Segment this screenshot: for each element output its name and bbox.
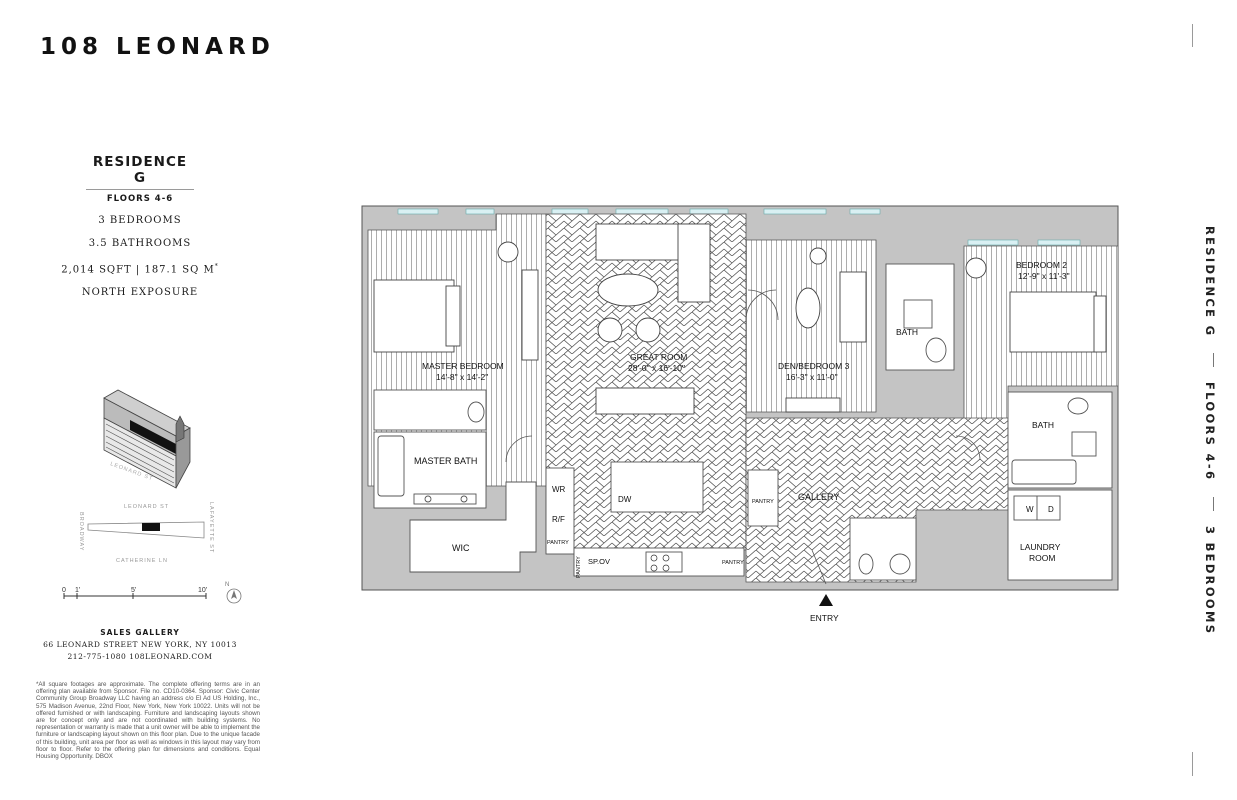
dims-great-room: 28'-0" x 16'-10" — [628, 363, 685, 373]
vertical-floors: FLOORS 4-6 — [1203, 381, 1217, 482]
label-master-bedroom: MASTER BEDROOM — [422, 361, 504, 371]
label-rf: R/F — [552, 515, 565, 524]
room-master-bath — [373, 389, 487, 509]
vertical-tab: RESIDENCE G FLOORS 4-6 3 BEDROOMS — [1203, 226, 1217, 635]
furniture — [373, 223, 1107, 415]
room-powder — [849, 517, 917, 581]
room-laundry — [1007, 489, 1113, 581]
scale-tick-10: 10' — [198, 587, 207, 594]
room-labels: MASTER BEDROOM 14'-8" x 14'-2" GREAT ROO… — [414, 260, 1070, 563]
scale-tick-0: 0 — [62, 587, 66, 594]
sales-address: 66 LEONARD STREET NEW YORK, NY 10013 — [43, 640, 237, 649]
spec-area-mark: * — [214, 263, 219, 270]
sales-gallery: SALES GALLERY 66 LEONARD STREET NEW YORK… — [40, 628, 240, 661]
north-label: N — [225, 582, 229, 588]
bottom-right-rule — [1192, 752, 1193, 776]
scale-tick-5: 5' — [131, 587, 136, 594]
residence-floors: FLOORS 4-6 — [106, 194, 174, 204]
label-bath-a: BATH — [896, 327, 918, 337]
locator-map: LEONARD ST CATHERINE LN BROADWAY LAFAYET… — [78, 502, 214, 564]
label-den: DEN/BEDROOM 3 — [778, 361, 850, 371]
spec-bedrooms: 3 BEDROOMS — [98, 215, 182, 226]
room-bath-a — [885, 263, 955, 371]
label-pantry-left: PANTRY — [576, 556, 582, 578]
label-bath-b: BATH — [1032, 420, 1054, 430]
label-pantry-gallery: PANTRY — [752, 499, 774, 505]
label-washer: W — [1026, 505, 1034, 514]
label-entry: ENTRY — [810, 613, 839, 623]
label-gallery: GALLERY — [798, 492, 839, 502]
vertical-bedrooms: 3 BEDROOMS — [1203, 525, 1217, 636]
scale-tick-1: 1' — [75, 587, 80, 594]
residence-info: RESIDENCE G FLOORS 4-6 3 BEDROOMS 3.5 BA… — [60, 154, 220, 299]
spec-exposure: NORTH EXPOSURE — [81, 287, 199, 299]
fixture-labels: WR R/F PANTRY PANTRY SP.OV DW PANTRY PAN… — [547, 485, 1054, 578]
street-label-south: CATHERINE LN — [116, 558, 168, 564]
scale-bar: 0 1' 5' 10' N — [62, 582, 242, 604]
vertical-separator — [1213, 496, 1214, 511]
entry-marker: ENTRY — [810, 594, 839, 623]
floor-plan: MASTER BEDROOM 14'-8" x 14'-2" GREAT ROO… — [361, 205, 1119, 623]
dims-master-bedroom: 14'-8" x 14'-2" — [436, 372, 488, 382]
spec-list: 3 BEDROOMS 3.5 BATHROOMS 2,014 SQFT | 18… — [60, 215, 220, 299]
label-spov: SP.OV — [588, 557, 610, 566]
residence-title: RESIDENCE G — [86, 154, 194, 190]
kitchen — [545, 461, 779, 577]
label-master-bath: MASTER BATH — [414, 456, 477, 466]
spec-bathrooms: 3.5 BATHROOMS — [88, 238, 192, 249]
label-dw: DW — [618, 495, 632, 504]
label-laundry-2: ROOM — [1029, 553, 1055, 563]
label-great-room: GREAT ROOM — [630, 352, 687, 362]
top-right-rule — [1192, 24, 1193, 47]
label-pantry-right: PANTRY — [722, 560, 744, 566]
north-arrow-icon — [226, 588, 242, 604]
label-wr: WR — [552, 485, 566, 494]
vertical-separator — [1213, 352, 1214, 367]
dims-den: 16'-3" x 11'-0" — [786, 372, 838, 382]
label-laundry-1: LAUNDRY — [1020, 542, 1061, 552]
room-wic — [409, 481, 537, 573]
entry-arrow-icon — [819, 594, 833, 606]
room-bath-b — [1007, 391, 1113, 489]
sales-title: SALES GALLERY — [100, 628, 180, 637]
dims-bedroom2: 12'-9" x 11'-3" — [1018, 271, 1070, 281]
building-3d: LEONARD ST — [103, 389, 191, 489]
sales-contact: 212-775-1080 108LEONARD.COM — [67, 652, 213, 661]
windows — [397, 208, 1081, 246]
vertical-residence: RESIDENCE G — [1203, 226, 1217, 338]
street-label-west: BROADWAY — [78, 512, 84, 551]
street-label-north: LEONARD ST — [124, 504, 169, 510]
doors — [505, 289, 981, 585]
legal-disclaimer: *All square footages are approximate. Th… — [36, 681, 260, 761]
label-wic: WIC — [452, 543, 470, 553]
label-dryer: D — [1048, 505, 1054, 514]
spec-area: 2,014 SQFT | 187.1 SQ M* — [60, 261, 220, 276]
locator-diagrams: LEONARD ST LEONARD ST CATHERINE LN BROAD… — [62, 389, 242, 604]
spec-area-value: 2,014 SQFT | 187.1 SQ M — [61, 264, 215, 276]
street-label-east: LAFAYETTE ST — [208, 502, 214, 553]
label-pantry-small: PANTRY — [547, 540, 569, 546]
label-bedroom2: BEDROOM 2 — [1016, 260, 1067, 270]
brand-logo: 108 LEONARD — [40, 34, 275, 60]
